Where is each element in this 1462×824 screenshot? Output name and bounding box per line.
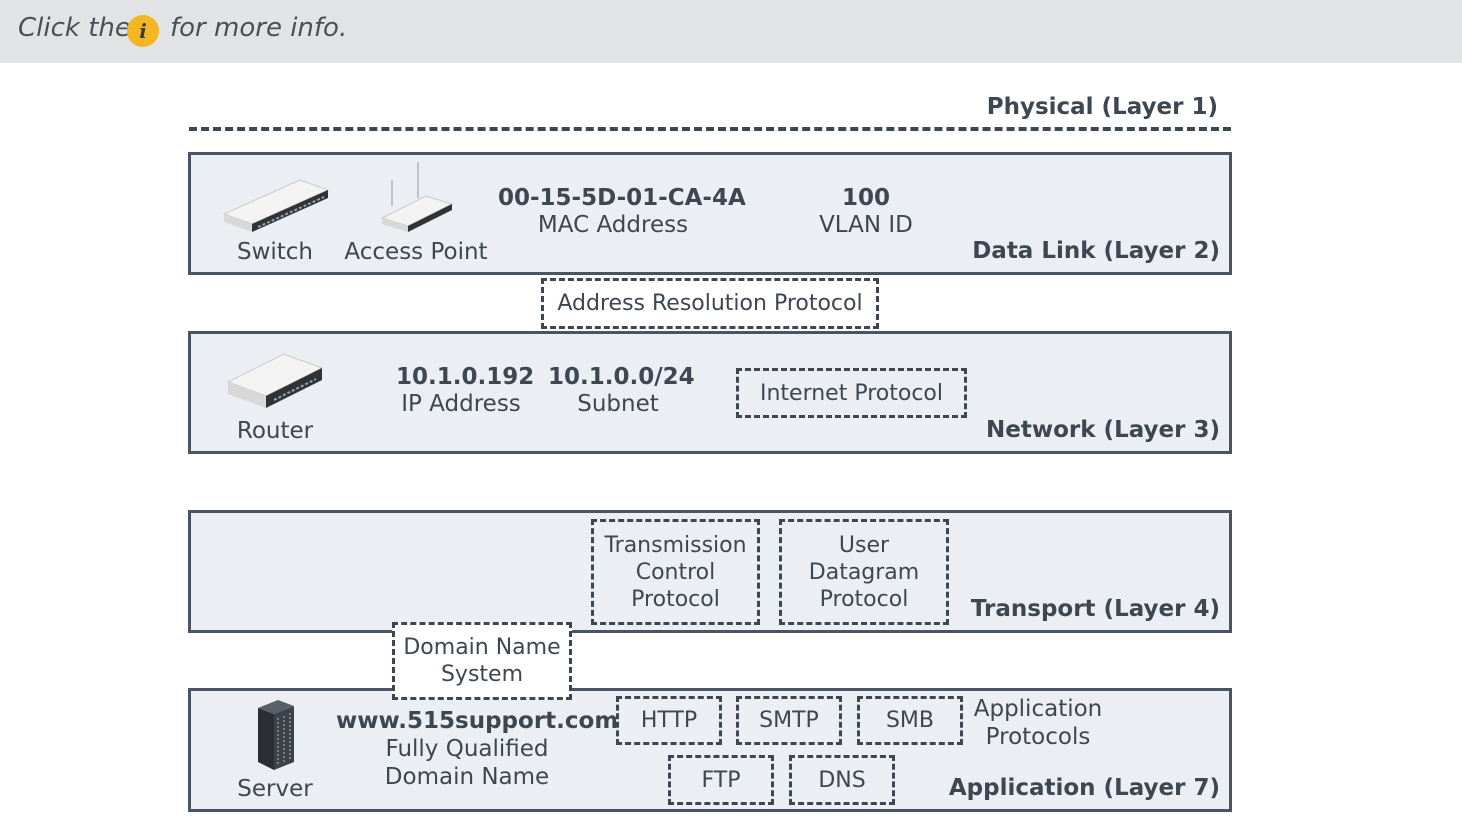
application-protocols-label: Application Protocols: [973, 696, 1103, 750]
ftp-protocol-box[interactable]: FTP: [668, 755, 774, 805]
router-icon[interactable]: [224, 346, 328, 414]
physical-layer-title: Physical (Layer 1): [986, 94, 1218, 120]
mac-address-value: 00-15-5D-01-CA-4A: [498, 185, 746, 211]
switch-icon[interactable]: [220, 166, 332, 236]
server-icon[interactable]: [254, 698, 298, 772]
datalink-layer: Data Link (Layer 2): [188, 152, 1232, 275]
network-layer-title: Network (Layer 3): [986, 417, 1220, 443]
application-layer-title: Application (Layer 7): [948, 775, 1220, 801]
udp-protocol-box[interactable]: User Datagram Protocol: [779, 519, 949, 625]
dns-system-box[interactable]: Domain Name System: [392, 622, 572, 700]
transport-layer-title: Transport (Layer 4): [970, 596, 1220, 622]
info-icon[interactable]: i: [127, 15, 159, 47]
server-label: Server: [237, 776, 313, 802]
subnet-label: Subnet: [577, 391, 659, 417]
vlan-id-value: 100: [841, 185, 890, 211]
network-layer: Network (Layer 3): [188, 331, 1232, 454]
arp-protocol-box[interactable]: Address Resolution Protocol: [541, 278, 879, 329]
hint-bar: Click the i for more info.: [0, 0, 1462, 63]
hint-text-before: Click the: [18, 13, 131, 43]
smtp-protocol-box[interactable]: SMTP: [736, 696, 842, 745]
hint-text-after: for more info.: [170, 13, 348, 43]
subnet-value: 10.1.0.0/24: [548, 364, 695, 390]
access-point-icon[interactable]: [378, 160, 456, 236]
smb-protocol-box[interactable]: SMB: [857, 696, 963, 745]
tcp-protocol-box[interactable]: Transmission Control Protocol: [591, 519, 760, 625]
datalink-layer-title: Data Link (Layer 2): [972, 238, 1220, 264]
mac-address-label: MAC Address: [537, 212, 689, 238]
ip-address-value: 10.1.0.192: [396, 364, 535, 390]
fqdn-label: Fully Qualified Domain Name: [384, 736, 550, 790]
ip-address-label: IP Address: [401, 391, 521, 417]
http-protocol-box[interactable]: HTTP: [616, 696, 722, 745]
router-label: Router: [236, 418, 314, 444]
fqdn-value: www.515support.com: [336, 708, 619, 734]
dns-protocol-box[interactable]: DNS: [789, 755, 895, 805]
vlan-id-label: VLAN ID: [819, 212, 913, 238]
internet-protocol-box[interactable]: Internet Protocol: [736, 368, 967, 418]
physical-layer-line: [189, 127, 1231, 131]
switch-label: Switch: [236, 239, 314, 265]
access-point-label: Access Point: [344, 239, 488, 265]
